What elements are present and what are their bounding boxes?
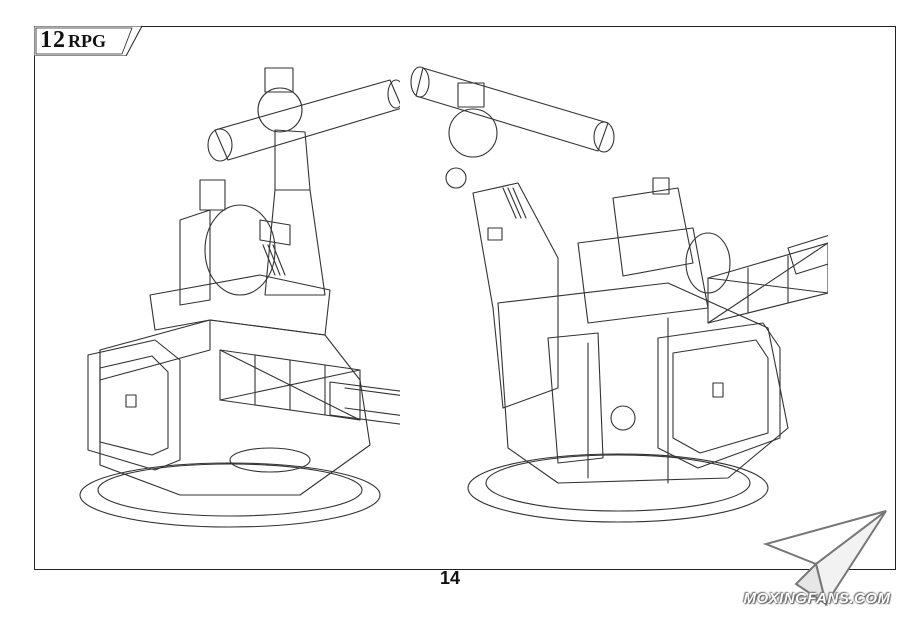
base-ring-outer bbox=[467, 453, 769, 523]
side-hatch bbox=[87, 339, 181, 471]
paper-plane-icon bbox=[762, 510, 887, 607]
sensor-head bbox=[448, 108, 498, 158]
page-number: 14 bbox=[439, 568, 461, 588]
turret-view-front-left bbox=[79, 67, 400, 528]
turret-body bbox=[497, 282, 789, 484]
base-ring-inner bbox=[485, 454, 751, 512]
upper-deck bbox=[149, 274, 331, 336]
base-ring-inner bbox=[97, 463, 363, 517]
sensor-mast bbox=[472, 182, 559, 409]
turret-view-rear-right bbox=[410, 66, 828, 523]
gun-truss bbox=[707, 242, 828, 324]
side-hatch bbox=[657, 322, 781, 469]
sensor-head bbox=[257, 87, 303, 133]
watermark-text: MOXINGFANS.COM bbox=[743, 590, 891, 607]
sensor-tube bbox=[415, 67, 609, 152]
radar-box bbox=[612, 187, 694, 277]
sensor-tube bbox=[214, 79, 400, 161]
page-frame bbox=[34, 26, 896, 570]
gatling-barrel bbox=[329, 381, 400, 425]
logo-brand: RPG bbox=[68, 31, 106, 51]
base-ring-outer bbox=[79, 462, 381, 528]
gatling-barrel bbox=[787, 234, 828, 275]
brand-logo bbox=[34, 26, 142, 56]
logo-number: 12 bbox=[40, 27, 66, 53]
